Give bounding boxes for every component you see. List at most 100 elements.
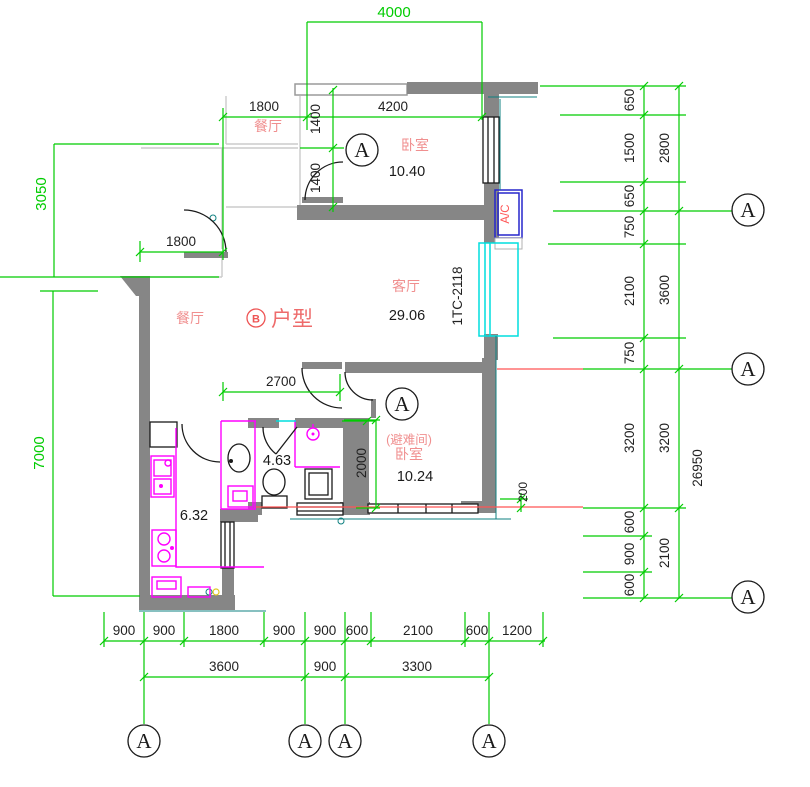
svg-text:1400: 1400 [308, 104, 323, 134]
area-living: 29.06 [389, 308, 425, 324]
dimension-texts: 4000 3050 7000 1800 4200 1400 1400 1800 … [31, 4, 705, 674]
svg-text:2100: 2100 [403, 623, 433, 638]
svg-text:2100: 2100 [657, 538, 672, 568]
svg-text:3200: 3200 [657, 423, 672, 453]
svg-text:2000: 2000 [354, 448, 369, 478]
window-kitchen [220, 521, 235, 569]
ac-label: A/C [500, 204, 512, 223]
window-living-cyan [478, 242, 519, 337]
vanity-sink [227, 443, 251, 473]
svg-text:750: 750 [622, 216, 637, 239]
vanity-cabinet [220, 420, 256, 510]
svg-text:900: 900 [113, 623, 136, 638]
shower-head [306, 424, 320, 441]
walls [120, 82, 538, 610]
area-bedroom1: 10.40 [389, 164, 425, 180]
svg-text:900: 900 [314, 659, 337, 674]
dim-left-upper: 3050 [33, 177, 50, 210]
svg-text:1800: 1800 [209, 623, 239, 638]
toilet [261, 468, 288, 509]
window-bedroom1 [482, 116, 500, 184]
area-bedroom2: 10.24 [397, 469, 433, 485]
axis-bubble: A [385, 387, 419, 421]
axis-bubble: A [472, 724, 506, 758]
axis-bubble-label: A [297, 729, 313, 753]
ac-platform: A/C [494, 189, 523, 250]
dim-right-total: 26950 [690, 449, 705, 487]
axis-bubble: A [127, 724, 161, 758]
svg-text:900: 900 [314, 623, 337, 638]
axis-bubble-label: A [740, 585, 756, 609]
axis-bubble: A [345, 133, 379, 167]
svg-text:750: 750 [622, 342, 637, 365]
axis-lines [256, 368, 583, 508]
area-bath: 4.63 [263, 453, 291, 469]
label-bedroom1: 卧室 [401, 137, 429, 153]
unit-type-label: B 户型 [246, 308, 313, 331]
boundary-lines [139, 96, 537, 612]
svg-text:3300: 3300 [402, 659, 432, 674]
axis-bubble: A [288, 724, 322, 758]
kitchen-counter [175, 428, 264, 568]
axis-bubble-label: A [354, 138, 370, 162]
svg-text:1400: 1400 [308, 163, 323, 193]
svg-text:200: 200 [516, 482, 530, 502]
unit-label: 户型 [271, 308, 313, 331]
window-bath [296, 502, 344, 516]
bath-partition [276, 420, 340, 468]
svg-text:900: 900 [622, 543, 637, 566]
label-living: 客厅 [392, 278, 420, 294]
svg-text:4200: 4200 [378, 99, 408, 114]
axis-bubble: A [328, 724, 362, 758]
dimension-lines [0, 21, 733, 724]
svg-text:3600: 3600 [209, 659, 239, 674]
svg-text:2800: 2800 [657, 133, 672, 163]
unit-circle-mark: B [252, 314, 260, 326]
axis-bubble-label: A [740, 357, 756, 381]
svg-text:600: 600 [466, 623, 489, 638]
terrace-outline [141, 83, 408, 278]
washing-machine [304, 468, 333, 500]
dim-top-overall: 4000 [377, 4, 410, 21]
dimension-ticks [99, 81, 684, 682]
fridge [149, 421, 178, 448]
kitchen-appliance [151, 576, 211, 598]
axis-bubble-label: A [481, 729, 497, 753]
label-dining: 餐厅 [176, 310, 204, 326]
door-arcs [181, 161, 374, 463]
label-bedroom2-note: (避难间) [386, 433, 432, 447]
svg-text:1800: 1800 [249, 99, 279, 114]
kitchen-sink [150, 455, 175, 498]
svg-text:3200: 3200 [622, 423, 637, 453]
svg-text:1500: 1500 [622, 133, 637, 163]
label-bedroom2: 卧室 [395, 446, 423, 462]
svg-text:900: 900 [273, 623, 296, 638]
stove [151, 529, 177, 567]
dim-left-lower: 7000 [31, 436, 48, 469]
room-labels: 餐厅 餐厅 卧室 10.40 客厅 29.06 (避难间) 卧室 10.24 4… [176, 118, 433, 524]
axis-bubble-label: A [394, 392, 410, 416]
svg-text:900: 900 [153, 623, 176, 638]
window-tag: 1TC-2118 [450, 266, 465, 325]
axis-bubble-label: A [136, 729, 152, 753]
area-kitchen: 6.32 [180, 508, 208, 524]
svg-text:600: 600 [346, 623, 369, 638]
balcony-parapet [294, 83, 408, 96]
svg-text:3600: 3600 [657, 275, 672, 305]
axis-bubble: A [731, 580, 765, 614]
axis-bubble: A [731, 193, 765, 227]
svg-text:600: 600 [622, 574, 637, 597]
svg-text:1200: 1200 [502, 623, 532, 638]
svg-text:650: 650 [622, 185, 637, 208]
axis-bubble: A [731, 352, 765, 386]
axis-bubble-label: A [740, 198, 756, 222]
svg-text:2700: 2700 [266, 374, 296, 389]
label-dining-top: 餐厅 [254, 118, 282, 134]
window-bedroom2 [367, 503, 479, 514]
svg-text:1800: 1800 [166, 234, 196, 249]
svg-text:600: 600 [622, 511, 637, 534]
svg-text:2100: 2100 [622, 276, 637, 306]
axis-bubble-label: A [337, 729, 353, 753]
